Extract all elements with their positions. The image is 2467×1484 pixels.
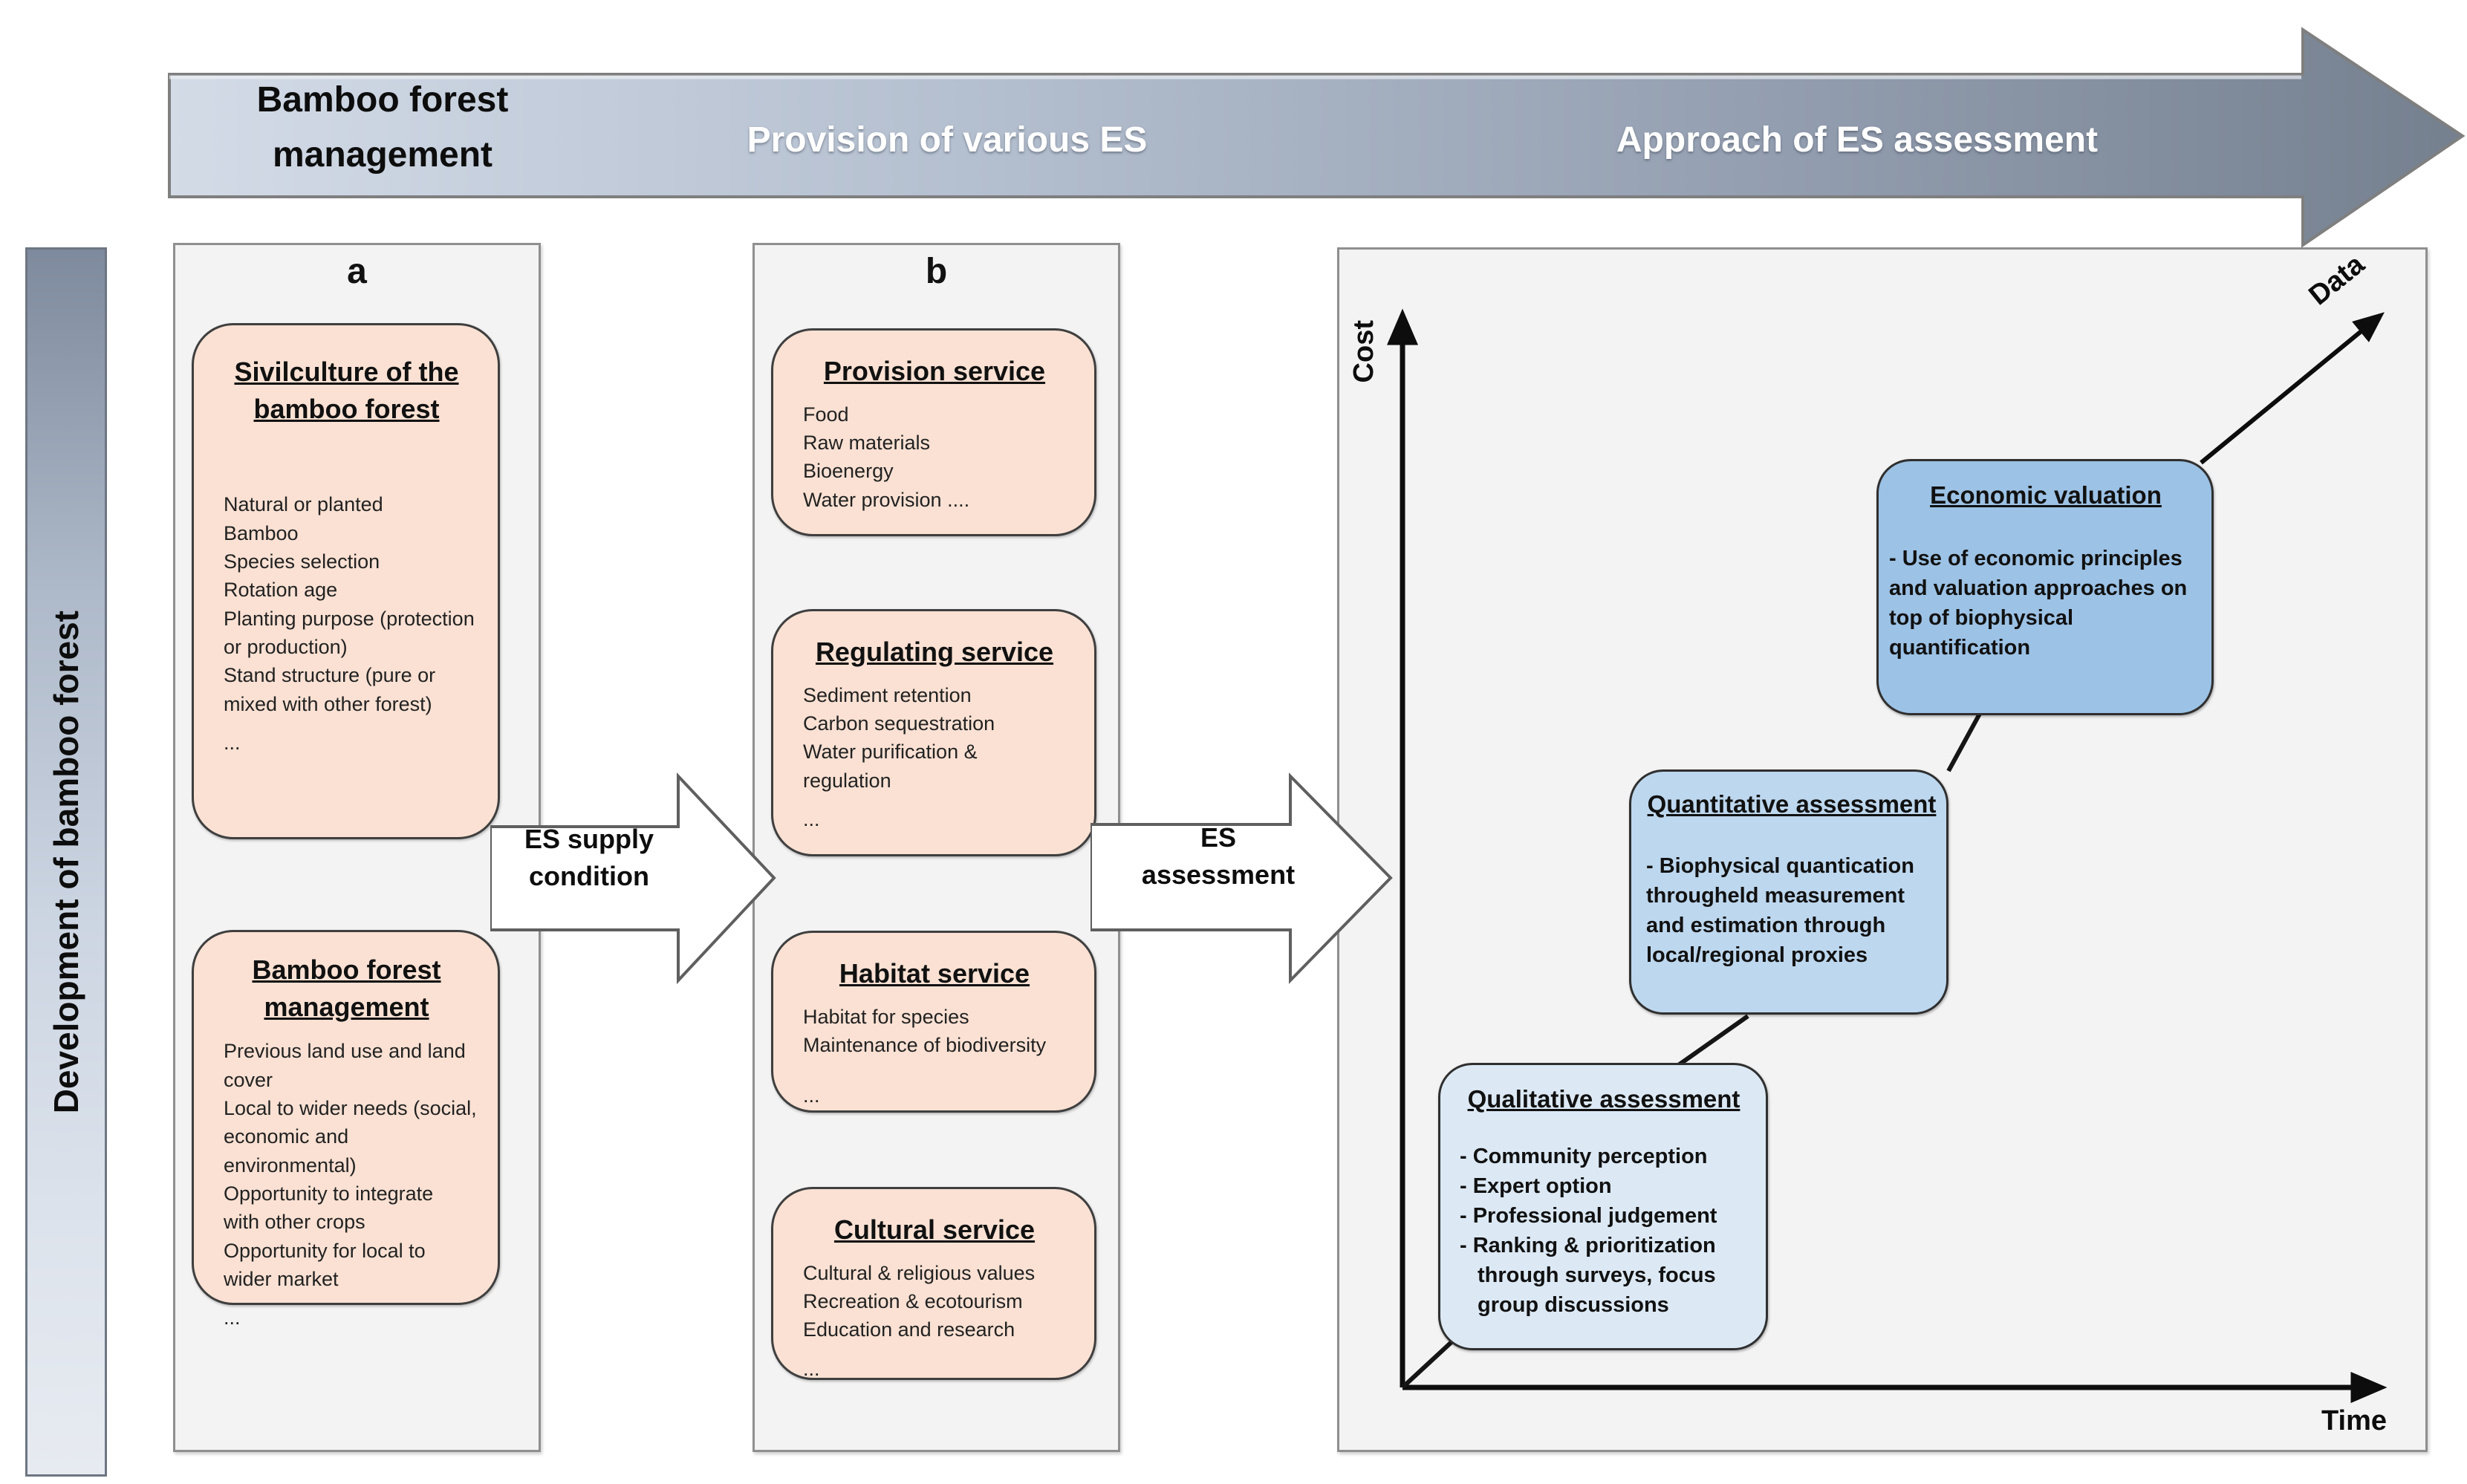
regulating-line: Water purification & <box>803 741 978 764</box>
silviculture-line: Stand structure (pure or <box>224 664 436 687</box>
silviculture-box-title: Sivilculture of the bamboo forest <box>234 357 459 424</box>
bfm-line: economic and environmental) <box>224 1125 357 1177</box>
provision-line: Water provision .... <box>803 488 970 511</box>
provision-line: Raw materials <box>803 432 931 454</box>
silviculture-line: Bamboo <box>224 521 299 544</box>
es-assessment-approach-panel: Cost Time Data Qualitative assessment - … <box>1337 247 2428 1452</box>
connector-quantitative-to-economic <box>1946 712 1982 772</box>
connector-qualitative-to-quantitative <box>1676 1014 1749 1068</box>
provision-line: Food <box>803 403 849 426</box>
cultural-line: Cultural & religious values <box>803 1261 1036 1284</box>
silviculture-ellipsis: ... <box>224 731 241 754</box>
bfm-line: Opportunity to integrate <box>224 1182 434 1205</box>
regulating-line: Sediment retention <box>803 683 972 706</box>
connector-origin-to-qualitative <box>1400 1339 1454 1390</box>
es-assessment-label: ES assessment <box>1141 822 1296 891</box>
bfm-line: Local to wider needs (social, <box>224 1097 477 1119</box>
silviculture-line: or production) <box>224 635 348 658</box>
economic-valuation-title: Economic valuation <box>1930 481 2162 509</box>
banner-arrow-shape <box>168 27 2466 248</box>
bfm-line: Previous land use and land <box>224 1040 466 1063</box>
cultural-service-title: Cultural service <box>833 1214 1036 1245</box>
qualitative-item: - Expert option <box>1460 1174 1612 1198</box>
qualitative-item: - Ranking & prioritization through surve… <box>1460 1233 1716 1317</box>
silviculture-line: Species selection <box>224 550 380 573</box>
bamboo-forest-management-title: Bamboo forest management <box>252 954 441 1022</box>
provision-line: Bioenergy <box>803 460 894 483</box>
bfm-line: with other crops <box>224 1211 365 1234</box>
silviculture-line: Planting purpose (protection <box>224 607 475 630</box>
habitat-service-box: Habitat service Habitat for species Main… <box>771 931 1096 1113</box>
habitat-line: Habitat for species <box>803 1005 969 1028</box>
habitat-service-title: Habitat service <box>839 958 1030 989</box>
qualitative-item: - Community perception <box>1460 1144 1708 1168</box>
provision-service-title: Provision service <box>823 356 1046 386</box>
es-assessment-arrow <box>1091 772 1393 984</box>
quantitative-assessment-text: - Biophysical quantication througheld me… <box>1646 853 1914 967</box>
es-supply-condition-label: ES supply condition <box>524 824 654 892</box>
regulating-service-box: Regulating service Sediment retention Ca… <box>771 609 1096 856</box>
qualitative-item: - Professional judgement <box>1460 1203 1717 1228</box>
economic-valuation-box: Economic valuation - Use of economic pri… <box>1876 459 2214 715</box>
sidebar-label: Development of bamboo forest <box>47 610 85 1114</box>
development-of-bamboo-forest-bar: Development of bamboo forest <box>25 247 107 1477</box>
panel-b-header: b <box>925 252 948 291</box>
cultural-line: Recreation & ecotourism <box>803 1290 1023 1312</box>
cultural-line: Education and research <box>803 1318 1015 1341</box>
panel-a-bamboo-forest-management: a Sivilculture of the bamboo forest Natu… <box>173 243 541 1452</box>
time-axis-label: Time <box>2321 1405 2387 1436</box>
cultural-service-box: Cultural service Cultural & religious va… <box>771 1187 1096 1380</box>
cost-time-axes <box>1387 308 2388 1403</box>
bfm-ellipsis: ... <box>224 1306 241 1330</box>
panel-b-ecosystem-services: b Provision service Food Raw materials B… <box>753 243 1120 1452</box>
bamboo-forest-management-box: Bamboo forest management Previous land u… <box>192 930 500 1329</box>
quantitative-assessment-title: Quantitative assessment <box>1647 790 1937 818</box>
data-axis-line <box>2200 312 2385 465</box>
banner-label-bamboo-forest-management: Bamboo forest management <box>256 80 509 175</box>
es-supply-condition-arrow <box>490 772 776 985</box>
es-supply-arrow-shape <box>490 772 776 985</box>
panel-a-header: a <box>347 252 367 291</box>
regulating-line: regulation <box>803 769 891 792</box>
regulating-line: Carbon sequestration <box>803 712 995 735</box>
quantitative-assessment-box: Quantitative assessment - Biophysical qu… <box>1629 769 1948 1015</box>
habitat-line: Maintenance of biodiversity <box>803 1034 1047 1056</box>
provision-service-box: Provision service Food Raw materials Bio… <box>771 328 1096 536</box>
banner-label-approach-of-es-assessment: Approach of ES assessment <box>1616 120 2099 160</box>
regulating-ellipsis: ... <box>803 807 820 830</box>
silviculture-box: Sivilculture of the bamboo forest Natura… <box>192 323 500 839</box>
bfm-line: wider market <box>224 1267 339 1290</box>
bfm-line: Opportunity for local to <box>224 1239 426 1262</box>
qualitative-assessment-title: Qualitative assessment <box>1467 1085 1740 1113</box>
silviculture-line: Natural or planted <box>224 493 383 516</box>
banner-label-provision-of-es: Provision of various ES <box>747 120 1148 160</box>
silviculture-line: mixed with other forest) <box>224 692 432 715</box>
economic-valuation-text: - Use of economic principles and valuati… <box>1889 546 2188 660</box>
silviculture-line: Rotation age <box>224 579 338 602</box>
cultural-ellipsis: ... <box>803 1357 820 1380</box>
bfm-line: cover <box>224 1068 273 1091</box>
es-assessment-arrow-shape <box>1091 772 1393 984</box>
qualitative-assessment-box: Qualitative assessment - Community perce… <box>1438 1063 1768 1350</box>
top-banner-arrow <box>168 27 2466 248</box>
habitat-ellipsis: ... <box>803 1084 820 1107</box>
regulating-service-title: Regulating service <box>815 637 1054 667</box>
